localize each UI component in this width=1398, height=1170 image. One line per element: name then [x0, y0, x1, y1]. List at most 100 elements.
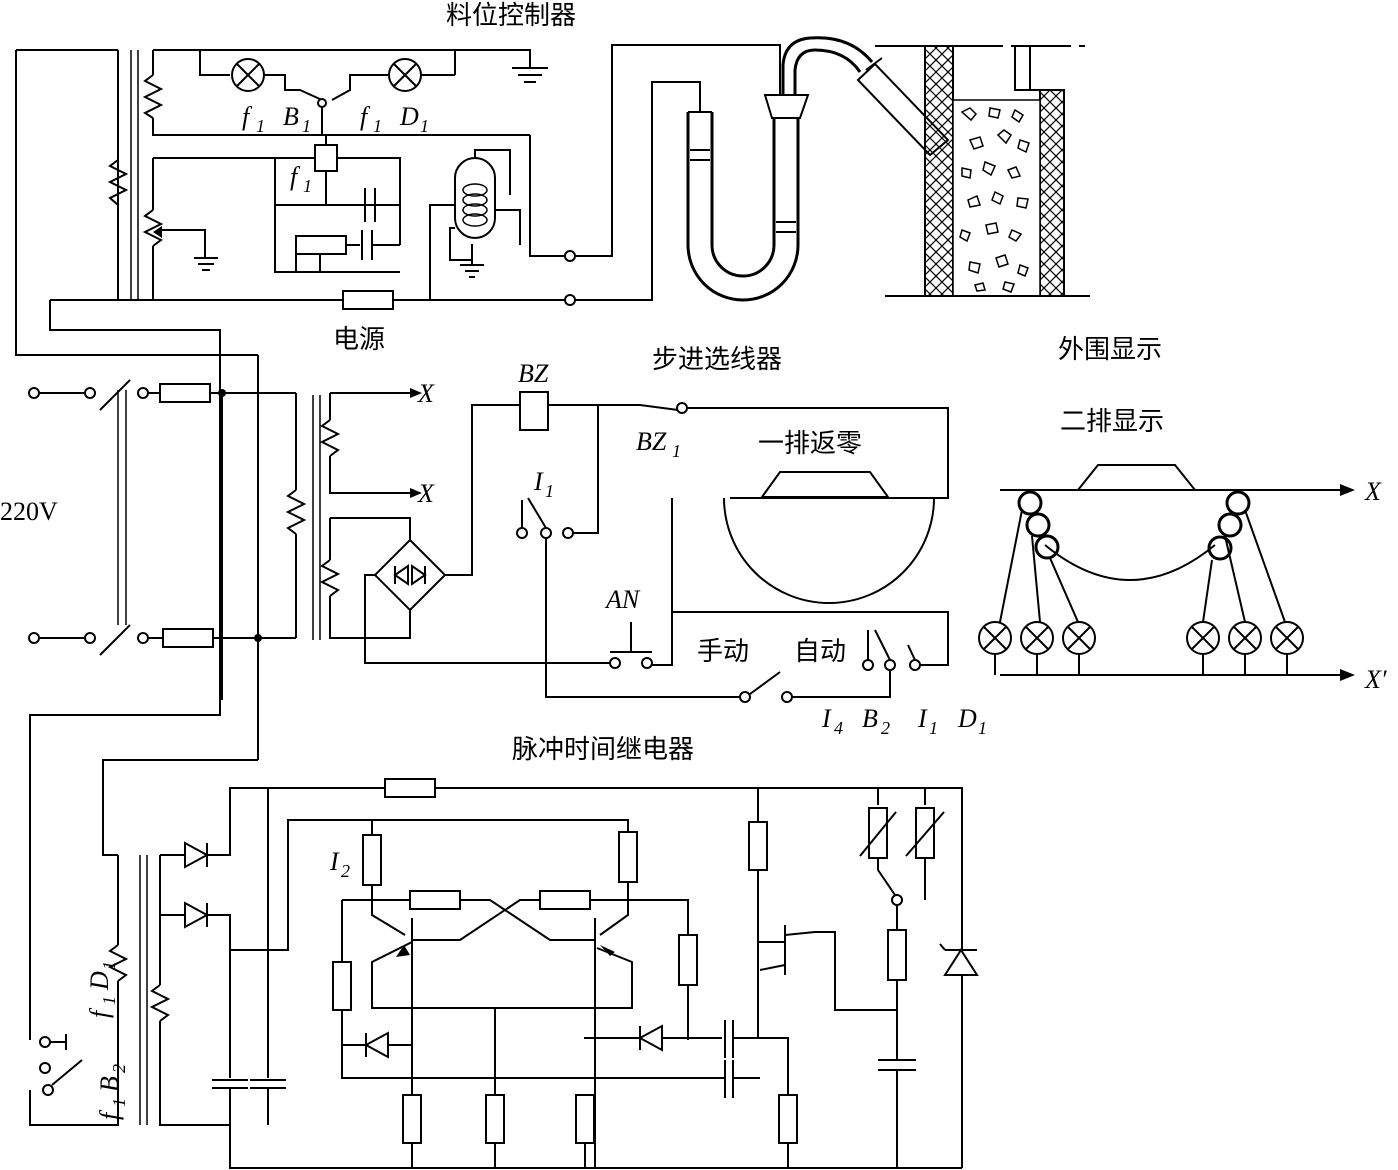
resistor: [748, 821, 768, 871]
sub: 4: [834, 718, 843, 738]
resistor: [618, 831, 638, 883]
title-power: 电源: [333, 325, 385, 355]
label-manual: 手动: [697, 637, 749, 667]
switch-auto: [909, 659, 921, 671]
label-f1d1-vertical: f 1 D 1: [85, 961, 119, 1018]
label-d1: D: [85, 971, 114, 991]
terminal: [84, 632, 96, 644]
label-i2: I: [329, 847, 340, 876]
title-stepper: 步进选线器: [652, 345, 782, 375]
label-220v: 220V: [0, 497, 58, 526]
sub: 1: [302, 116, 311, 136]
zener-diode: [943, 948, 979, 976]
resistor: [887, 929, 907, 981]
title-outer-display: 外围显示: [1058, 335, 1162, 365]
terminal: [28, 632, 40, 644]
level-controller: [50, 44, 781, 310]
label-auto: 自动: [794, 637, 846, 667]
switch-f1b2: [39, 1036, 51, 1048]
button-an-contact: [641, 657, 653, 669]
sub: 2: [109, 1064, 129, 1073]
label-b1: B: [283, 102, 299, 131]
terminal: [84, 387, 96, 399]
resistor: [575, 1094, 595, 1144]
title-level-controller: 料位控制器: [446, 1, 576, 31]
contact: [540, 527, 552, 539]
mains-supply: [15, 49, 321, 1040]
terminal: [137, 387, 149, 399]
switch-b1: [317, 98, 327, 108]
resistor-power: [342, 290, 394, 310]
label-x1: X: [417, 379, 435, 408]
label-f1-b: f: [360, 102, 371, 131]
sub: 1: [256, 116, 265, 136]
fuse: [162, 628, 214, 648]
sub: 2: [341, 861, 350, 881]
label-b2: B: [95, 1076, 124, 1092]
fuse: [159, 383, 211, 403]
label-x2: X: [417, 479, 435, 508]
resistor: [409, 890, 461, 910]
button-an-contact: [609, 657, 621, 669]
resistor: [778, 1094, 798, 1144]
label-x-right: X: [1364, 477, 1382, 506]
sub: 1: [303, 176, 312, 196]
terminal: [28, 387, 40, 399]
switch-auto: [862, 659, 874, 671]
label-bz: BZ: [518, 359, 549, 388]
resistor: [402, 1094, 422, 1144]
label-f1: f: [85, 1007, 114, 1018]
switch-auto: [884, 659, 896, 671]
u-tube-sensor: [686, 36, 950, 302]
label-f1: f: [242, 102, 253, 131]
display-lamps: [978, 621, 1304, 655]
silo-wall: [875, 45, 1090, 297]
relay-bz: [519, 391, 549, 431]
label-b2: B: [862, 704, 878, 733]
label-d1: D: [399, 102, 419, 131]
sub: 1: [109, 1098, 129, 1107]
sub: 1: [929, 718, 938, 738]
relay-f1: [314, 144, 338, 172]
sub: 1: [672, 441, 681, 461]
sub: 1: [373, 116, 382, 136]
label-x-prime: X′: [1364, 665, 1387, 694]
sub: 1: [978, 718, 987, 738]
terminal: [564, 294, 576, 306]
pulse-time-relay: [29, 778, 979, 1169]
label-an: AN: [604, 585, 641, 614]
switch-f1b2: [39, 1062, 51, 1074]
resistor: [539, 890, 591, 910]
resistor-i2: [362, 834, 382, 886]
label-f1-relay: f: [290, 162, 301, 191]
display-wiper: [1075, 464, 1198, 491]
switch-manual: [739, 691, 751, 703]
label-i1-b: I: [917, 704, 928, 733]
contact: [516, 527, 528, 539]
sub: 1: [545, 481, 554, 501]
label-f1b2-vertical: f 1 B 2: [95, 1064, 129, 1120]
switch-manual: [781, 691, 793, 703]
title-pulse-relay: 脉冲时间继电器: [512, 735, 694, 765]
stepper-selector: [319, 388, 949, 703]
resistor: [678, 934, 698, 986]
outer-display: [978, 464, 1355, 681]
sub: 2: [881, 718, 890, 738]
sub: 1: [99, 961, 119, 970]
title-first-row-reset: 一排返零: [758, 429, 862, 459]
sub: 1: [420, 116, 429, 136]
resistor: [295, 235, 347, 255]
contact: [562, 527, 574, 539]
terminal: [564, 250, 576, 262]
sub: 1: [99, 996, 119, 1005]
wiper: [760, 471, 890, 498]
label-bz1: BZ: [636, 427, 667, 456]
switch-bz1: [676, 402, 688, 414]
switch-f1b2: [42, 1084, 54, 1096]
contact: [891, 894, 903, 906]
label-i1: I: [533, 467, 544, 496]
funnel: [763, 94, 810, 119]
title-second-row: 二排显示: [1060, 407, 1164, 437]
bridge-rectifier: [373, 538, 447, 612]
